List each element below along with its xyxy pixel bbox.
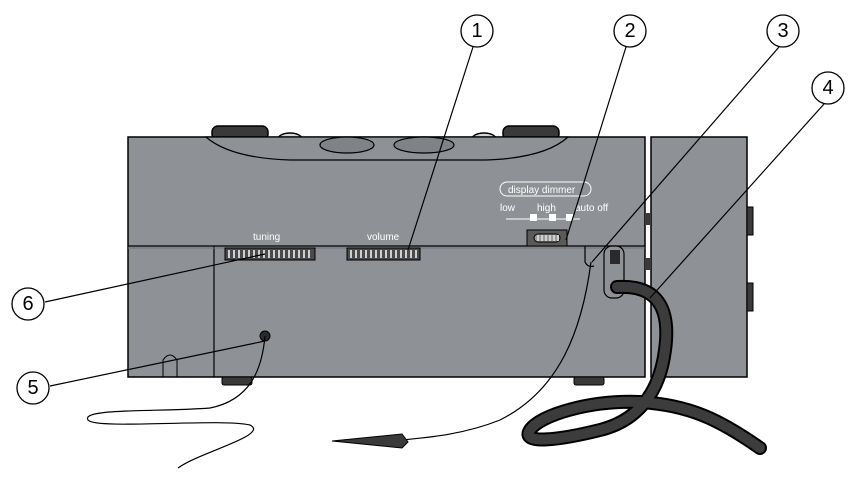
fm-antenna-jack[interactable] (584, 246, 595, 268)
callout-2: 2 (613, 14, 647, 48)
wheel-ridge (228, 250, 230, 258)
wheel-ridge (415, 250, 417, 258)
callout-3: 3 (766, 14, 800, 48)
wheel-ridge (557, 235, 559, 241)
wheel-ridge (248, 250, 250, 258)
wheel-ridge (273, 250, 275, 258)
wheel-ridge (385, 250, 387, 258)
callout-6: 6 (11, 287, 45, 321)
wheel-ridge (360, 250, 362, 258)
wheel-ridge (541, 235, 543, 241)
callout-leaders (44, 46, 825, 387)
wheel-ridge (405, 250, 407, 258)
wheel-ridge (253, 250, 255, 258)
callout-1: 1 (460, 14, 494, 48)
dimmer-high-label: high (537, 203, 556, 214)
wheel-ridge (545, 235, 547, 241)
fm-antenna-tip (331, 433, 409, 449)
display-dimmer-label: display dimmer (508, 185, 576, 196)
svg-text:6: 6 (22, 293, 33, 315)
wheel-ridge (233, 250, 235, 258)
tuning-wheel[interactable] (224, 247, 316, 261)
svg-text:1: 1 (471, 20, 482, 42)
wheel-ridge (355, 250, 357, 258)
wheel-ridge (258, 250, 260, 258)
wheel-ridge (400, 250, 402, 258)
wheel-ridge (380, 250, 382, 258)
radio-feet (221, 376, 605, 386)
tuning-label: tuning (253, 232, 280, 243)
dimmer-auto-off-label: auto off (575, 203, 608, 214)
callout-4: 4 (811, 71, 845, 105)
wheel-ridge (549, 235, 551, 241)
svg-text:2: 2 (624, 20, 635, 42)
wheel-ridge (553, 235, 555, 241)
wheel-ridge (370, 250, 372, 258)
wheel-ridge (537, 235, 539, 241)
fm-antenna-wire (401, 261, 592, 441)
wheel-ridge (390, 250, 392, 258)
wheel-ridge (298, 250, 300, 258)
am-antenna-wire (87, 335, 266, 469)
display-dimmer-group: display dimmer low high auto off (499, 181, 608, 221)
wheel-ridge (238, 250, 240, 258)
wheel-ridge (293, 250, 295, 258)
callout-5: 5 (16, 371, 50, 405)
dimmer-switch[interactable] (526, 229, 568, 247)
svg-text:5: 5 (27, 377, 38, 399)
volume-wheel[interactable] (346, 247, 421, 261)
svg-text:4: 4 (822, 77, 833, 99)
wheel-ridge (243, 250, 245, 258)
wheel-ridge (375, 250, 377, 258)
wheel-ridge (303, 250, 305, 258)
dimmer-low-label: low (500, 203, 516, 214)
wheel-ridge (350, 250, 352, 258)
wheel-ridge (278, 250, 280, 258)
wheel-ridge (268, 250, 270, 258)
wheel-ridge (395, 250, 397, 258)
wheel-ridge (308, 250, 310, 258)
wheel-ridge (365, 250, 367, 258)
wheel-ridge (410, 250, 412, 258)
wheel-ridge (288, 250, 290, 258)
top-speaker-left (319, 136, 375, 154)
volume-label: volume (367, 232, 400, 243)
wheel-ridge (283, 250, 285, 258)
svg-text:3: 3 (777, 20, 788, 42)
top-speaker-right (393, 136, 455, 154)
